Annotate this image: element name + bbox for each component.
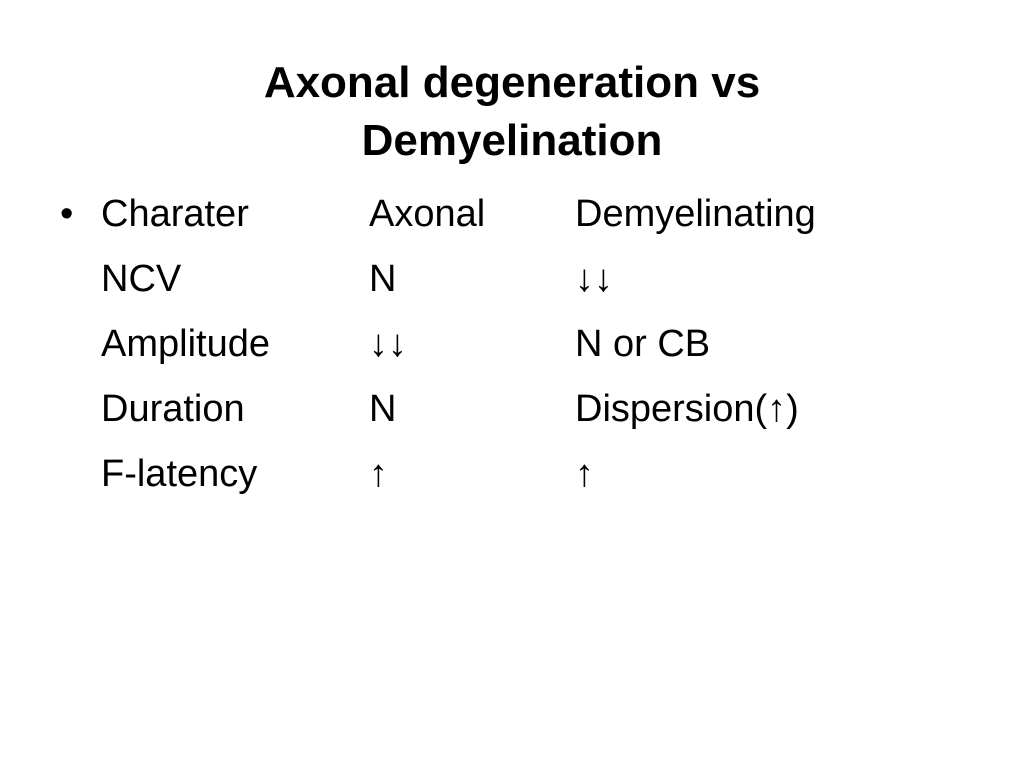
- demyelinating-value: ↑: [575, 453, 594, 495]
- row-label: Duration: [101, 388, 245, 430]
- demyelinating-value: Dispersion(↑): [575, 388, 799, 430]
- axonal-value: N: [369, 258, 397, 300]
- header-axonal: Axonal: [369, 193, 486, 235]
- header-character: Charater: [101, 193, 249, 235]
- axonal-value: ↑: [369, 453, 388, 495]
- row-label: NCV: [101, 258, 182, 300]
- demyelinating-value: N or CB: [575, 323, 711, 365]
- header-demyelinating: Demyelinating: [575, 193, 816, 235]
- title-line-2: Demyelination: [361, 116, 663, 165]
- axonal-value: ↓↓: [369, 323, 407, 365]
- row-label: Amplitude: [101, 323, 270, 365]
- title-line-1: Axonal degeneration vs: [263, 58, 761, 107]
- row-label: F-latency: [101, 453, 258, 495]
- slide-title: Axonal degeneration vs Demyelination: [0, 54, 1024, 170]
- demyelinating-value: ↓↓: [575, 258, 613, 300]
- bullet-icon: •: [60, 193, 74, 235]
- axonal-value: N: [369, 388, 397, 430]
